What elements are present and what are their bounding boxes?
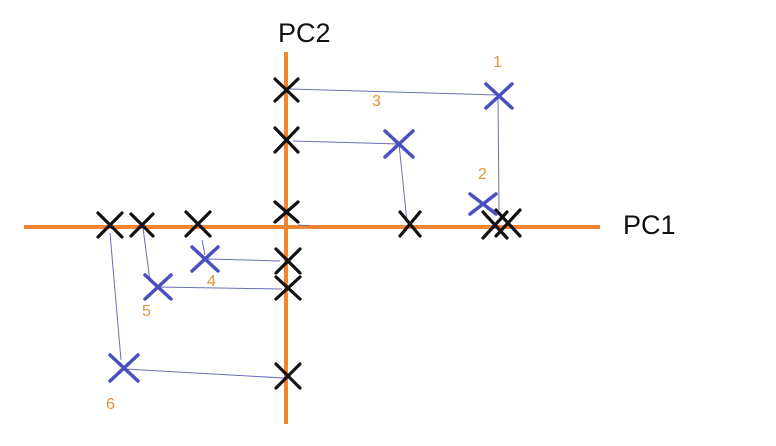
projection-mark-pc2-3 xyxy=(273,126,300,154)
data-point-1 xyxy=(484,82,514,110)
point-number-labels: 1 2 3 4 5 6 xyxy=(106,54,502,413)
pc1-projections xyxy=(96,200,522,240)
connector-lines xyxy=(109,88,505,379)
projection-mark-pc1-3 xyxy=(398,210,422,238)
data-point-3 xyxy=(383,129,415,159)
projection-mark-pc2-6 xyxy=(274,362,302,390)
projection-mark-pc2-1 xyxy=(273,77,300,103)
data-points xyxy=(108,82,514,383)
point-label-1: 1 xyxy=(493,54,502,71)
projection-mark-pc1-1 xyxy=(494,208,522,238)
projection-mark-pc1-4 xyxy=(184,210,212,238)
data-point-2 xyxy=(468,192,498,216)
data-point-6 xyxy=(108,353,140,383)
projection-mark-pc2-4 xyxy=(274,247,302,275)
point-label-5: 5 xyxy=(142,303,151,320)
connector-line xyxy=(142,227,151,282)
connector-line xyxy=(497,94,500,211)
point-label-2: 2 xyxy=(478,166,487,183)
data-point-5 xyxy=(143,273,173,301)
projection-mark-pc2-5 xyxy=(274,275,302,301)
connector-line xyxy=(289,88,499,96)
connector-line xyxy=(207,258,281,262)
connector-line xyxy=(292,140,400,145)
projection-mark-pc1-5 xyxy=(129,212,155,238)
pc2-projections xyxy=(273,77,302,390)
connector-line xyxy=(201,239,206,256)
pc2-axis-label: PC2 xyxy=(278,18,331,48)
point-label-6: 6 xyxy=(106,396,115,413)
connector-line xyxy=(157,286,283,290)
projection-mark-pc1-6 xyxy=(96,211,124,239)
pc1-axis-label: PC1 xyxy=(623,210,676,240)
point-label-3: 3 xyxy=(372,93,381,110)
connector-line xyxy=(297,224,311,227)
connector-line xyxy=(398,143,408,223)
point-label-4: 4 xyxy=(207,273,216,290)
connector-line xyxy=(123,368,285,379)
connector-line xyxy=(109,232,122,361)
data-point-4 xyxy=(190,245,220,273)
projection-mark-origin xyxy=(273,200,300,224)
